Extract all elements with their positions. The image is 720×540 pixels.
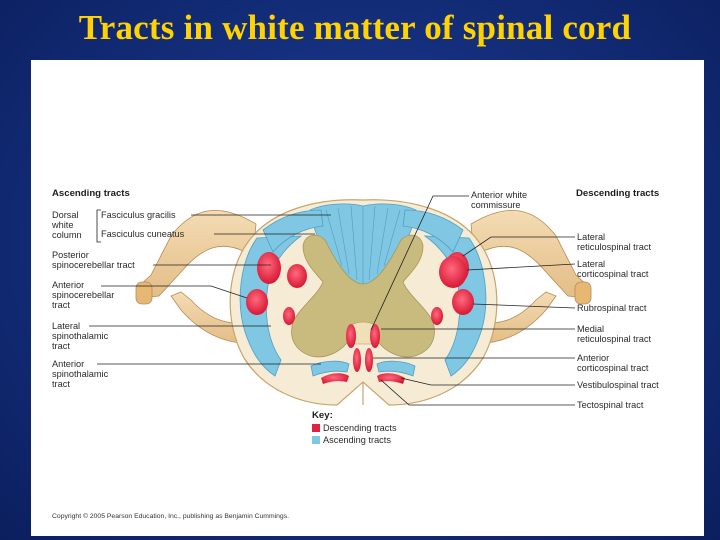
label-posterior-spinocerebellar-2: spinocerebellar tract (52, 260, 135, 270)
rubrospinal-right (452, 289, 474, 315)
dorsal-column-label-line2: white (51, 220, 73, 230)
descending-tract-shapes (246, 252, 474, 384)
lateral-corticospinal-right (439, 256, 467, 288)
medial-reticulospinal-right (365, 348, 373, 372)
label-rubrospinal: Rubrospinal tract (577, 303, 647, 313)
label-lateral-corticospinal-2: corticospinal tract (577, 269, 649, 279)
label-medial-reticulospinal-1: Medial (577, 324, 604, 334)
dorsal-column-striations (325, 205, 401, 284)
descending-leader-lines (373, 236, 576, 406)
slide-title: Tracts in white matter of spinal cord (78, 8, 632, 47)
anterior-corticospinal-right (370, 324, 380, 348)
lateral-reticulospinal-left (257, 252, 281, 284)
label-anterior-spinothalamic-1: Anterior (52, 359, 84, 369)
label-lateral-spinothalamic-3: tract (52, 341, 70, 351)
rubrospinal-left (246, 289, 268, 315)
label-lateral-corticospinal-1: Lateral (577, 259, 605, 269)
key-title: Key: (312, 410, 333, 421)
label-commissure-1: Anterior white (471, 190, 527, 200)
dorsal-column-label-line3: column (52, 230, 82, 240)
right-anterior-spinothalamic-region (376, 360, 416, 377)
dorsal-column-label-line1: Dorsal (52, 210, 79, 220)
label-tectospinal: Tectospinal tract (577, 400, 644, 410)
leader-tectospinal (380, 379, 575, 406)
key-swatch-ascending (312, 436, 320, 444)
lateral-corticospinal-left (287, 264, 307, 288)
left-posterior-spinocerebellar-region (262, 209, 324, 253)
label-commissure-2: commissure (471, 200, 521, 210)
dorsal-column-bracket (96, 209, 101, 243)
vestibulospinal-left (321, 373, 349, 384)
label-anterior-spinothalamic-3: tract (52, 379, 70, 389)
leader-lateral-corticospinal (466, 263, 576, 271)
label-lateral-spinothalamic-2: spinothalamic (52, 331, 109, 341)
left-anterior-spinothalamic-region (310, 360, 350, 377)
reticulospinal-small-left (283, 307, 295, 325)
label-anterior-spinocerebellar-3: tract (52, 300, 70, 310)
figure-panel: Ascending tracts Descending tracts Dorsa… (31, 60, 704, 536)
medial-reticulospinal-left (353, 348, 361, 372)
label-lateral-reticulospinal-2: reticulospinal tract (577, 242, 651, 252)
label-anterior-spinothalamic-2: spinothalamic (52, 369, 109, 379)
ascending-heading: Ascending tracts (52, 188, 130, 199)
spinal-nerve-left (135, 281, 153, 305)
label-fasciculus-cuneatus: Fasciculus cuneatus (101, 229, 185, 239)
leader-commissure (370, 195, 469, 331)
label-medial-reticulospinal-2: reticulospinal tract (577, 334, 651, 344)
spinal-cord-diagram: Ascending tracts Descending tracts Dorsa… (51, 188, 659, 520)
label-anterior-corticospinal-2: corticospinal tract (577, 363, 649, 373)
spinal-nerve-right (574, 281, 592, 305)
reticulospinal-small-right (431, 307, 443, 325)
label-anterior-spinocerebellar-2: spinocerebellar (52, 290, 114, 300)
right-posterior-spinocerebellar-region (402, 209, 464, 253)
leader-anterior-spinocerebellar (101, 285, 248, 299)
leader-rubrospinal (472, 303, 576, 309)
label-lateral-reticulospinal-1: Lateral (577, 232, 605, 242)
label-fasciculus-gracilis: Fasciculus gracilis (101, 210, 176, 220)
anterior-corticospinal-left (346, 324, 356, 348)
label-lateral-spinothalamic-1: Lateral (52, 321, 80, 331)
key-label-ascending: Ascending tracts (323, 435, 391, 445)
descending-heading: Descending tracts (576, 188, 659, 199)
leader-lateral-reticulospinal (462, 236, 575, 257)
ascending-leader-lines (89, 214, 331, 365)
label-posterior-spinocerebellar-1: Posterior (52, 250, 89, 260)
key-swatch-descending (312, 424, 320, 432)
label-anterior-corticospinal-1: Anterior (577, 353, 609, 363)
label-anterior-spinocerebellar-1: Anterior (52, 280, 84, 290)
key-label-descending: Descending tracts (323, 423, 397, 433)
leader-vestibulospinal (400, 377, 575, 386)
copyright-text: Copyright © 2005 Pearson Education, Inc.… (52, 512, 289, 520)
vestibulospinal-right (377, 373, 405, 384)
label-vestibulospinal: Vestibulospinal tract (577, 380, 659, 390)
